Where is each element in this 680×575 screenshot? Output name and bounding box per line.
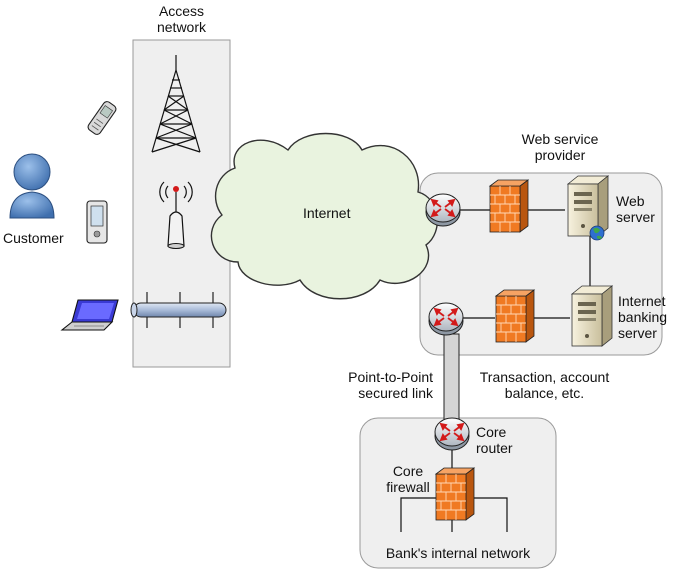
core-router-label-line2: router — [476, 440, 513, 456]
p2p-link-label-line1: Point-to-Point — [348, 369, 433, 385]
core-router-label: Core router — [476, 424, 513, 456]
router-icon — [434, 417, 470, 451]
laptop-icon — [60, 299, 119, 331]
wireless-antenna-icon — [159, 181, 193, 249]
secured-link-pipe — [443, 333, 460, 429]
router-icon — [428, 302, 464, 336]
cloud-icon — [210, 132, 439, 300]
server-icon — [571, 285, 613, 347]
p2p-link-label: Point-to-Point secured link — [300, 369, 433, 401]
web-server-label-line1: Web — [616, 193, 645, 209]
core-router-label-line1: Core — [476, 424, 507, 440]
web-service-provider-label-line1: Web service — [521, 131, 599, 147]
core-firewall-label: Core firewall — [378, 463, 438, 495]
pda-icon — [86, 200, 108, 244]
radio-tower-icon — [151, 55, 201, 153]
web-service-provider-label: Web service provider — [490, 131, 630, 163]
web-service-provider-label-line2: provider — [534, 147, 586, 163]
p2p-link-label-line2: secured link — [358, 385, 433, 401]
access-network-label-line1: Access — [158, 3, 205, 19]
internet-banking-server-label-line1: Internet — [618, 293, 666, 309]
firewall-icon — [495, 289, 535, 343]
core-firewall-label-line2: firewall — [386, 479, 430, 495]
network-bus-icon — [130, 292, 227, 328]
internet-banking-server-label-line2: banking — [618, 309, 668, 325]
access-network-label-line2: network — [156, 19, 207, 35]
cellphone-icon — [87, 101, 117, 135]
router-icon — [425, 193, 461, 227]
internal-branch-left — [400, 497, 436, 532]
globe-icon — [589, 225, 605, 241]
firewall-icon — [435, 467, 475, 521]
internet-banking-server-label-line3: server — [618, 325, 657, 341]
transaction-label: Transaction, account balance, etc. — [462, 369, 627, 401]
internet-label: Internet — [303, 205, 351, 221]
web-server-label: Web server — [616, 193, 655, 225]
customer-label: Customer — [3, 230, 64, 246]
transaction-label-line1: Transaction, account — [479, 369, 610, 385]
internal-branch-right — [470, 497, 508, 532]
internet-banking-server-label: Internet banking server — [618, 293, 667, 341]
transaction-label-line2: balance, etc. — [504, 385, 585, 401]
bank-internal-network-label: Bank's internal network — [385, 545, 531, 561]
server-icon — [567, 175, 609, 237]
web-server-label-line2: server — [616, 209, 655, 225]
core-firewall-label-line1: Core — [392, 463, 424, 479]
access-network-label: Access network — [133, 3, 230, 35]
firewall-icon — [489, 179, 529, 233]
person-icon — [9, 153, 55, 219]
